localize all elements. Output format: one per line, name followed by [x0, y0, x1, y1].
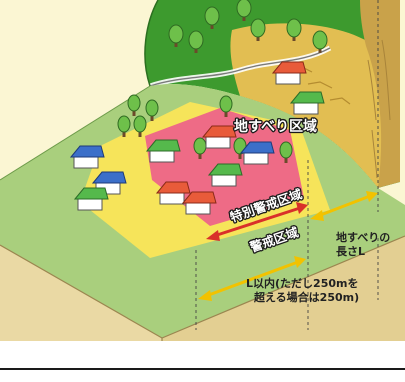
landslide-length-label-line2: 長さL [336, 245, 365, 258]
hill-trees [168, 0, 328, 53]
guide-lines [195, 0, 379, 330]
scarp-texture [367, 39, 391, 179]
landslide-scarp [360, 0, 400, 188]
extent-arrow [198, 256, 306, 301]
extent-label-line2: 超える場合は250m) [253, 290, 359, 304]
length-arrow [310, 191, 378, 221]
landslide-length-label-line1: 地すべりの [336, 230, 390, 244]
landslide-area-label: 地すべり区域 [234, 118, 317, 135]
soil-front [0, 245, 162, 341]
soil-side [162, 236, 405, 341]
village-trees [117, 94, 293, 163]
extent-label-line1: L以内(ただし250mを [246, 276, 358, 290]
bottom-rule [0, 368, 405, 370]
houses [69, 61, 325, 215]
special-zone-arrow [206, 202, 308, 241]
